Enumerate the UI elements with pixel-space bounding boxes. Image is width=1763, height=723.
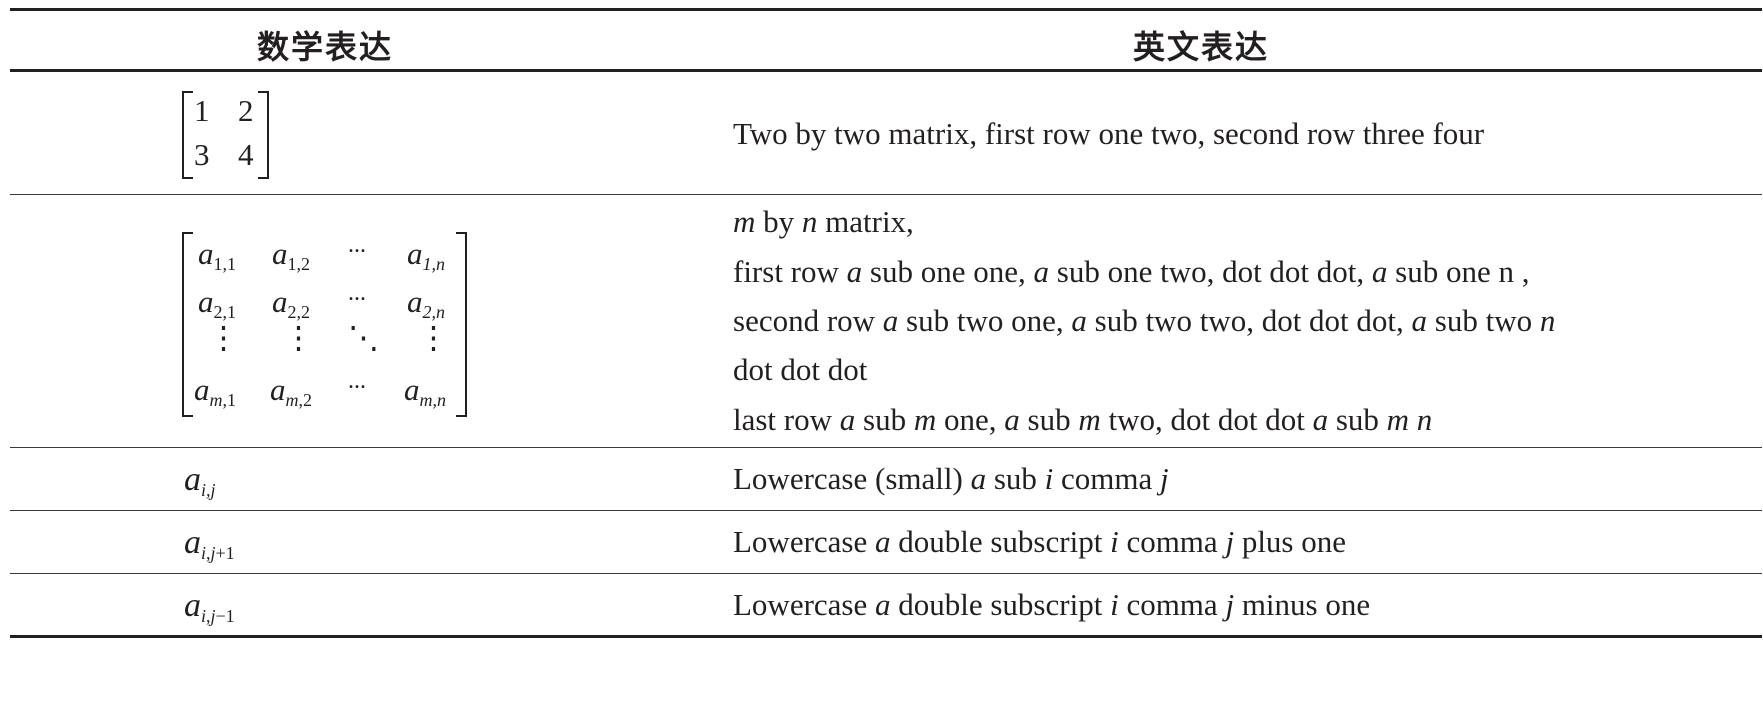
matrix-cell: 2 [238,93,254,128]
matrix-entry: am,1 [194,372,236,410]
matrix-entry: ... [348,232,366,258]
row5-english: Lowercase a double subscript i comma j m… [733,587,1371,622]
vdots: ⋮ [208,320,239,355]
header-rule [10,69,1762,72]
matrix-entry: am,n [404,372,446,410]
row2-line1: m by n matrix, [733,204,914,239]
row4-symbol: ai,j+1 [184,524,235,563]
row4-english: Lowercase a double subscript i comma j p… [733,524,1346,559]
row3-english: Lowercase (small) a sub i comma j [733,461,1169,496]
header-english: 英文表达 [1132,28,1269,66]
row-divider [10,194,1762,195]
matrix-cell: 1 [194,93,210,128]
left-bracket [182,91,193,179]
row-divider [10,510,1762,511]
matrix-2x2: 1 2 3 4 [182,91,269,179]
top-rule [10,8,1762,11]
matrix-entry: a2,1 [198,284,236,322]
right-bracket [456,232,467,417]
row2-line3: second row a sub two one, a sub two two,… [733,303,1556,338]
matrix-entry: ... [348,280,366,306]
vdots: ⋮ [283,320,314,355]
matrix-entry: a1,n [407,236,445,274]
left-bracket [182,232,193,417]
matrix-entry: a2,2 [272,284,310,322]
row3-symbol: ai,j [184,461,216,500]
header-math: 数学表达 [256,28,393,66]
matrix-cell: 4 [238,137,254,172]
row2-line4: dot dot dot [733,352,868,387]
row2-line2: first row a sub one one, a sub one two, … [733,254,1530,289]
row-divider [10,447,1762,448]
bottom-rule [10,635,1762,638]
matrix-entry: a1,1 [198,236,236,274]
row1-english: Two by two matrix, first row one two, se… [733,116,1485,151]
matrix-entry: ... [348,368,366,394]
ddots: ⋱ [348,320,379,355]
vdots: ⋮ [418,320,449,355]
matrix-entry: a2,n [407,284,445,322]
row-divider [10,573,1762,574]
right-bracket [258,91,269,179]
row5-symbol: ai,j−1 [184,587,235,626]
matrix-cell: 3 [194,137,210,172]
matrix-mxn: a1,1 a1,2 ... a1,n a2,1 a2,2 ... a2,n ⋮ … [182,232,467,417]
matrix-entry: a1,2 [272,236,310,274]
row2-line5: last row a sub m one, a sub m two, dot d… [733,402,1433,437]
matrix-entry: am,2 [270,372,312,410]
expression-table: 数学表达 英文表达 1 2 3 4 Two by two matrix, fir… [10,8,1762,717]
